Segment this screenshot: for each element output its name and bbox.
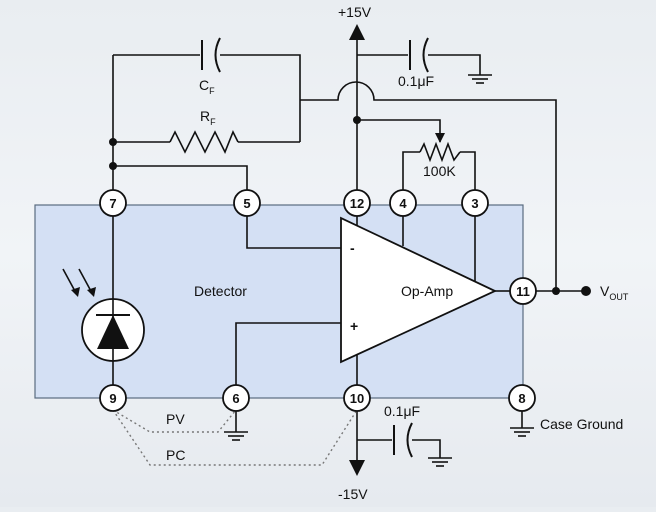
- output-label-subscript: OUT: [609, 292, 629, 302]
- capacitor-cf: [201, 37, 221, 73]
- pin-label: 6: [232, 391, 239, 406]
- pin-label: 8: [518, 391, 525, 406]
- pin-label: 5: [243, 196, 250, 211]
- capacitor-bottom-bypass: [393, 422, 413, 458]
- pv-label: PV: [166, 411, 185, 427]
- pv-connection: [112, 409, 237, 433]
- pin-label: 4: [399, 196, 407, 211]
- pin-8: 8: [508, 384, 536, 412]
- negative-supply-arrow: [349, 460, 365, 476]
- junction-dot: [353, 116, 361, 124]
- pin-6: 6: [222, 384, 250, 412]
- detector-label: Detector: [194, 283, 247, 299]
- pin-5: 5: [233, 189, 261, 217]
- photodiode: [81, 298, 145, 362]
- pin-label: 11: [516, 284, 530, 299]
- positive-supply-arrow: [349, 24, 365, 40]
- output-label: VOUT: [600, 283, 629, 302]
- pc-connection: [112, 409, 358, 466]
- positive-supply-label: +15V: [338, 4, 372, 20]
- output-terminal: [581, 286, 591, 296]
- cf-label: CF: [199, 77, 215, 96]
- junction-dot: [552, 287, 560, 295]
- potentiometer-label: 100K: [423, 163, 456, 179]
- ground-icon: [510, 427, 534, 437]
- output-label-main: V: [600, 283, 610, 299]
- case-ground-label: Case Ground: [540, 416, 623, 432]
- pin-4: 4: [389, 189, 417, 217]
- pin-label: 3: [471, 196, 478, 211]
- top-cap-ground-wire: [428, 54, 481, 75]
- opamp-label: Op-Amp: [401, 283, 453, 299]
- pin-label: 9: [109, 391, 116, 406]
- rf-label-main: R: [200, 108, 210, 124]
- top-capacitor-value: 0.1μF: [398, 73, 434, 89]
- resistor-rf: [169, 130, 239, 154]
- pot-left-wire: [402, 151, 420, 190]
- cf-label-main: C: [199, 77, 209, 93]
- junction-dot: [109, 162, 117, 170]
- bottom-cap-ground-wire: [412, 439, 441, 458]
- pin-12: 12: [343, 189, 371, 217]
- capacitor-top-bypass: [409, 37, 429, 73]
- pot-right-wire: [460, 151, 476, 190]
- inverting-input-wire: [246, 216, 341, 249]
- pin5-wire: [113, 165, 248, 190]
- pin-label: 7: [109, 196, 116, 211]
- pin-9: 9: [99, 384, 127, 412]
- wiper-arrow: [435, 133, 445, 143]
- pin-7: 7: [99, 189, 127, 217]
- bottom-capacitor-value: 0.1μF: [384, 403, 420, 419]
- ground-icon: [468, 74, 492, 84]
- junction-dot: [109, 138, 117, 146]
- ground-icon: [224, 431, 248, 441]
- pin-11: 11: [509, 277, 537, 305]
- cf-label-subscript: F: [209, 86, 215, 96]
- ground-icon: [428, 457, 452, 467]
- negative-supply-label: -15V: [338, 486, 368, 502]
- potentiometer-100k: [419, 133, 461, 163]
- noninverting-input-wire: [235, 322, 341, 386]
- pc-label: PC: [166, 447, 185, 463]
- wiper-wire: [357, 119, 441, 142]
- inverting-input-label: -: [350, 240, 355, 256]
- noninverting-input-label: +: [350, 318, 358, 334]
- pin-label: 10: [350, 391, 364, 406]
- cf-right-wire: [220, 54, 301, 142]
- pin-label: 12: [350, 196, 364, 211]
- rf-label-subscript: F: [210, 117, 216, 127]
- pin-3: 3: [461, 189, 489, 217]
- rf-label: RF: [200, 108, 216, 127]
- opamp-triangle: [340, 216, 498, 364]
- light-arrows-icon: [62, 268, 96, 297]
- pin-10: 10: [343, 384, 371, 412]
- junctions: [109, 116, 591, 296]
